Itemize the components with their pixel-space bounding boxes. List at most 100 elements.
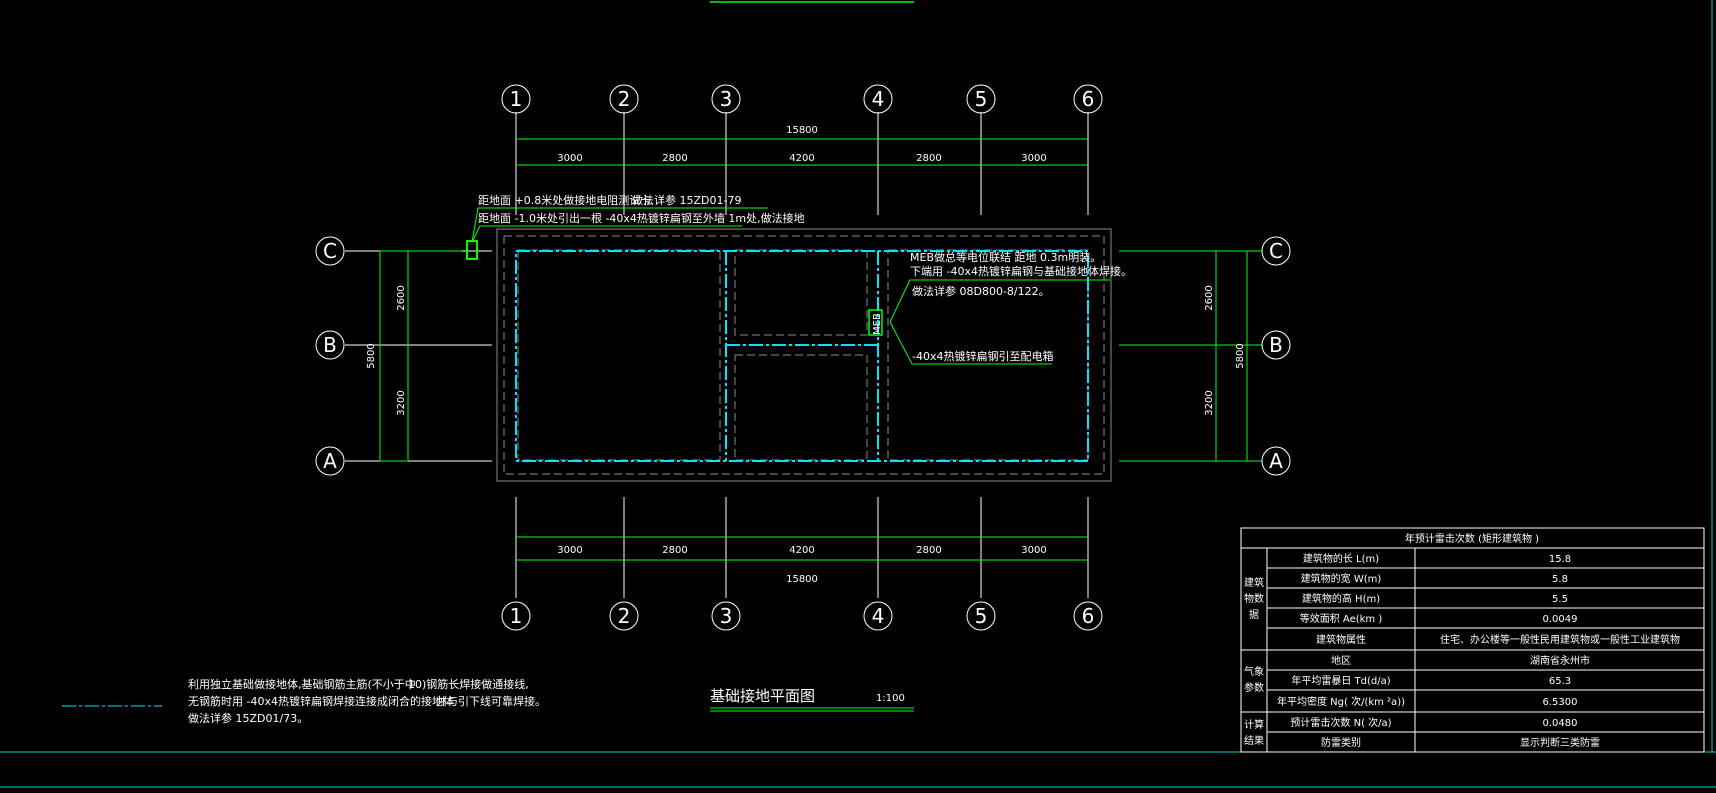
legend-note-4: 10)钢筋长焊接做通接线, xyxy=(408,677,529,691)
axis-label: B xyxy=(1269,333,1283,357)
dim-text: 2800 xyxy=(916,153,941,164)
dimension-text-vertical: 5800 2600 3200 2600 3200 5800 xyxy=(366,285,1246,415)
table-row-label: 年平均密度 Ng( 次/(km ²a)) xyxy=(1277,695,1405,708)
axis-label: 3 xyxy=(720,87,733,111)
table-row-label: 建筑物的高 H(m) xyxy=(1302,592,1380,605)
dim-text: 4200 xyxy=(789,153,814,164)
axis-bubble-4-top: 4 xyxy=(863,84,893,114)
axis-bubble-6-bottom: 6 xyxy=(1073,601,1103,631)
axis-label: 6 xyxy=(1082,87,1095,111)
table-group-result: 结果 xyxy=(1244,734,1264,747)
dim-text: 3000 xyxy=(1021,153,1046,164)
legend-notes: 利用独立基础做接地体,基础钢筋主筋(不小于中 无钢筋时用 -40x4热镀锌扁钢焊… xyxy=(188,677,546,725)
grounding-ring xyxy=(515,250,1089,462)
axis-bubble-5-bottom: 5 xyxy=(966,601,996,631)
table-row-label: 等效面积 Ae(km ) xyxy=(1300,612,1383,625)
meb-box: MEB xyxy=(868,309,883,336)
axis-bubble-2-top: 2 xyxy=(609,84,639,114)
axis-bubble-a-left: A xyxy=(315,446,345,476)
axis-label: 3 xyxy=(720,604,733,628)
note-meb-1: MEB做总等电位联结 距地 0.3m明装。 xyxy=(910,250,1101,264)
leader-lines xyxy=(62,207,1110,712)
dim-text: 4200 xyxy=(789,545,814,556)
legend-note-5: 并与引下线可靠焊接。 xyxy=(436,694,546,708)
table-row-value: 5.5 xyxy=(1552,594,1568,605)
table-row-value: 0.0480 xyxy=(1543,718,1578,729)
calc-table: 年预计雷击次数 (矩形建筑物 ) 建筑 物数 据 气象 参数 计算 结果 建筑物… xyxy=(1240,527,1705,753)
dim-text: 2800 xyxy=(662,153,687,164)
axis-label: 6 xyxy=(1082,604,1095,628)
note-meb-3: 做法详参 08D800-8/122。 xyxy=(912,284,1050,298)
dim-y-text: 2600 xyxy=(1204,285,1215,310)
drawing-title: 基础接地平面图 1:100 xyxy=(710,687,905,705)
axis-label: 1 xyxy=(510,604,523,628)
table-group-building: 建筑 xyxy=(1244,576,1264,589)
table-row-label: 建筑物属性 xyxy=(1316,633,1366,646)
table-group-weather: 气象 xyxy=(1244,665,1264,678)
dim-y-text: 3200 xyxy=(396,390,407,415)
table-group-building: 据 xyxy=(1249,608,1259,621)
axis-label: 1 xyxy=(510,87,523,111)
axis-label: 2 xyxy=(618,87,631,111)
axis-bubble-1-bottom: 1 xyxy=(501,601,531,631)
axis-bubble-b-right: B xyxy=(1261,330,1291,360)
dim-text: 3000 xyxy=(557,545,582,556)
dim-total-top: 15800 xyxy=(786,125,818,136)
dim-text: 3000 xyxy=(557,153,582,164)
axis-label: C xyxy=(1269,239,1283,263)
drawing-title-text: 基础接地平面图 xyxy=(710,687,815,705)
table-row-label: 建筑物的长 L(m) xyxy=(1303,552,1379,565)
legend-note-1: 利用独立基础做接地体,基础钢筋主筋(不小于中 xyxy=(188,677,416,691)
axis-bubble-b-left: B xyxy=(315,330,345,360)
table-row-value: 显示判断三类防雷 xyxy=(1520,736,1600,749)
axis-bubble-5-top: 5 xyxy=(966,84,996,114)
dim-text: 2800 xyxy=(662,545,687,556)
dim-y-text: 3200 xyxy=(1204,390,1215,415)
dimension-lines xyxy=(379,138,1262,561)
note-test-clip: 距地面 +0.8米处做接地电阻测试卡 xyxy=(478,193,651,207)
axis-bubble-c-left: C xyxy=(315,236,345,266)
table-row-label: 年平均雷暴日 Td(d/a) xyxy=(1291,674,1390,687)
axis-label: 5 xyxy=(975,604,988,628)
dim-y-total-left: 5800 xyxy=(366,343,377,368)
legend-note-3: 做法详参 15ZD01/73。 xyxy=(188,711,308,725)
axis-label: 2 xyxy=(618,604,631,628)
dim-total-bottom: 15800 xyxy=(786,574,818,585)
axis-bubble-1-top: 1 xyxy=(501,84,531,114)
table-row-value: 6.5300 xyxy=(1543,697,1578,708)
meb-label: MEB xyxy=(872,313,883,335)
axis-bubble-c-right: C xyxy=(1261,236,1291,266)
axis-label: 5 xyxy=(975,87,988,111)
axis-bubble-2-bottom: 2 xyxy=(609,601,639,631)
table-group-building: 物数 xyxy=(1244,592,1264,605)
dim-text: 2800 xyxy=(916,545,941,556)
table-row-value: 65.3 xyxy=(1549,676,1571,687)
axis-bubble-6-top: 6 xyxy=(1073,84,1103,114)
note-test-clip-ref: 做法详参 15ZD01-79 xyxy=(632,193,741,207)
table-row-value: 住宅、办公楼等一般性民用建筑物或一般性工业建筑物 xyxy=(1440,633,1680,646)
dim-text: 3000 xyxy=(1021,545,1046,556)
axis-label: 4 xyxy=(872,604,885,628)
axis-label: A xyxy=(1269,449,1283,473)
table-group-result: 计算 xyxy=(1244,718,1264,731)
dimension-text-bottom: 3000 2800 4200 2800 3000 15800 xyxy=(557,545,1046,585)
axis-label: B xyxy=(323,333,337,357)
note-meb-4: -40x4热镀锌扁钢引至配电箱 xyxy=(912,349,1053,363)
axis-bubbles-side: C B A C B A xyxy=(315,236,1291,476)
dim-y-text: 2600 xyxy=(396,285,407,310)
axis-label: A xyxy=(323,449,337,473)
table-row-label: 地区 xyxy=(1331,654,1351,667)
note-meb-2: 下端用 -40x4热镀锌扁钢与基础接地体焊接。 xyxy=(910,264,1132,278)
axis-label: C xyxy=(323,239,337,263)
table-row-value: 5.8 xyxy=(1552,574,1568,585)
test-clip-marker xyxy=(466,240,478,260)
table-row-value: 15.8 xyxy=(1549,554,1571,565)
table-row-value: 湖南省永州市 xyxy=(1530,654,1590,667)
table-row-label: 预计雷击次数 N( 次/a) xyxy=(1290,716,1391,729)
table-group-weather: 参数 xyxy=(1244,681,1264,694)
axis-label: 4 xyxy=(872,87,885,111)
axis-grid-lines xyxy=(345,112,1262,598)
axis-bubbles-bottom: 1 2 3 4 5 6 xyxy=(501,601,1103,631)
